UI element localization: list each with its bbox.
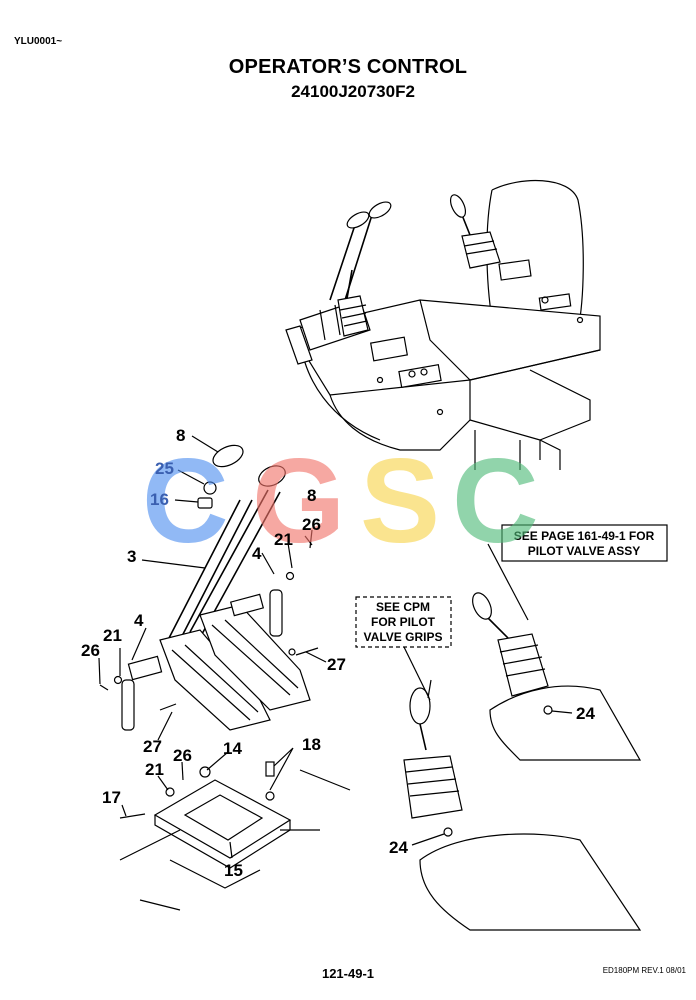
pilot-valve-assembly (403, 543, 642, 931)
callout-26: 26 (173, 746, 192, 765)
watermark-letter-1: C (142, 434, 229, 568)
callout-25: 25 (155, 459, 174, 478)
watermark-letter-2: G (252, 434, 345, 568)
seat-console-assembly (285, 179, 601, 470)
travel-lever-pedal-assembly (99, 444, 319, 731)
floor-plate-assembly (119, 761, 351, 911)
callout-26: 26 (302, 515, 321, 534)
callout-21: 21 (274, 530, 293, 549)
callout-16: 16 (150, 490, 169, 509)
revision-note: ED180PM REV.1 08/01 (602, 966, 686, 975)
callout-21: 21 (103, 626, 122, 645)
callout-8: 8 (307, 486, 316, 505)
callout-4: 4 (252, 544, 262, 563)
pilot-valve-note-box: SEE PAGE 161-49-1 FOR PILOT VALVE ASSY (501, 524, 668, 562)
callout-labels: 8 25 16 8 26 21 3 4 4 21 26 27 27 14 18 … (81, 426, 595, 880)
leader-lines (98, 435, 573, 859)
page-number: 121-49-1 (321, 966, 375, 981)
pilot-valve-note-line1: SEE PAGE 161-49-1 FOR (514, 529, 655, 543)
callout-4: 4 (134, 611, 144, 630)
watermark-letter-3: S (360, 434, 440, 568)
callout-27: 27 (327, 655, 346, 674)
watermark-letter-4: C (452, 434, 539, 568)
callout-8: 8 (176, 426, 185, 445)
callout-21: 21 (145, 760, 164, 779)
document-code: YLU0001~ (14, 36, 63, 47)
callout-26: 26 (81, 641, 100, 660)
callout-17: 17 (102, 788, 121, 807)
cpm-note-line1: SEE CPM (376, 600, 430, 614)
callout-18: 18 (302, 735, 321, 754)
callout-15: 15 (224, 861, 243, 880)
callout-14: 14 (223, 739, 242, 758)
callout-27: 27 (143, 737, 162, 756)
callout-3: 3 (127, 547, 136, 566)
cpm-note-line3: VALVE GRIPS (364, 630, 443, 644)
pilot-valve-note-line2: PILOT VALVE ASSY (528, 544, 640, 558)
page-title: OPERATOR’S CONTROL (228, 56, 468, 78)
cpm-note-box: SEE CPM FOR PILOT VALVE GRIPS (355, 596, 452, 701)
part-number: 24100J20730F2 (291, 82, 415, 101)
watermark: C G S C (142, 434, 539, 568)
callout-24: 24 (576, 704, 595, 723)
cpm-note-line2: FOR PILOT (371, 615, 436, 629)
callout-24: 24 (389, 838, 408, 857)
